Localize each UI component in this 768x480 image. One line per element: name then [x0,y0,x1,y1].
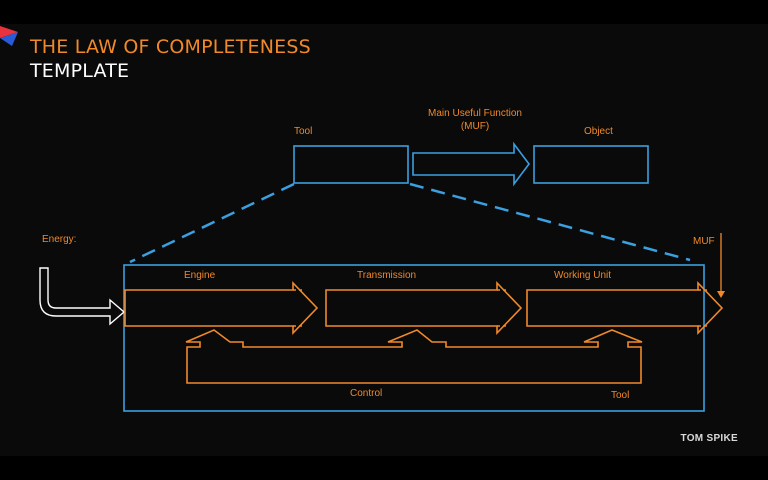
working-unit-arrow [526,281,724,335]
system-boundary-box [123,264,705,412]
energy-label: Energy: [42,234,77,245]
control-unit [185,329,643,384]
top-tool-box [293,145,409,184]
muf-label-line2: (MUF) [460,121,490,132]
control-tool-label: Tool [611,390,630,401]
muf-output-arrowhead [717,291,725,298]
engine-arrow [124,281,319,335]
working-unit-label: Working Unit [554,270,612,281]
top-tool-label: Tool [294,126,313,137]
muf-label-line1: Main Useful Function [428,108,522,119]
object-box [533,145,649,184]
logo-icon [0,26,18,46]
page-title: THE LAW OF COMPLETENESS [30,36,311,58]
page-subtitle: TEMPLATE [30,60,130,82]
transmission-label: Transmission [357,270,417,281]
control-label: Control [350,388,383,399]
muf-output-label: MUF [693,236,715,247]
object-label: Object [584,126,613,137]
brand-footer: TOM SPIKE [680,433,738,444]
slide-background [0,24,768,456]
projection-line-right [409,182,691,262]
engine-label: Engine [184,270,216,281]
projection-line-left [129,182,295,264]
muf-arrow [412,141,530,187]
energy-input-arrow [39,267,126,326]
transmission-arrow [325,281,523,335]
